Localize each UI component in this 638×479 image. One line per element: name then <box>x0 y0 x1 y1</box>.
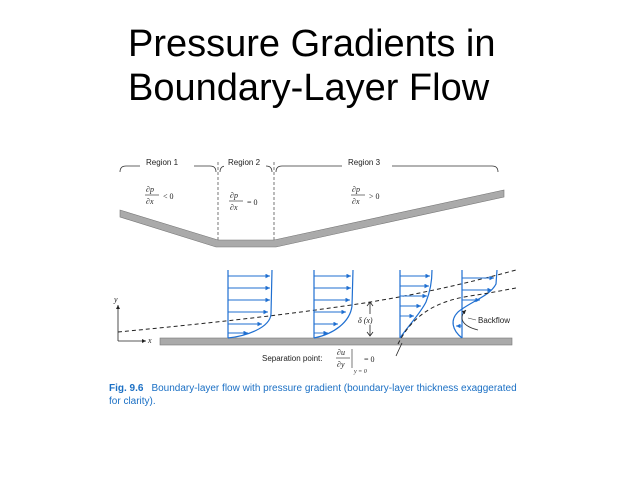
backflow-arrow <box>461 309 479 331</box>
region-2-label: Region 2 <box>228 158 261 167</box>
backflow-label: Backflow <box>478 316 510 325</box>
title-line-1: Pressure Gradients in <box>128 23 496 65</box>
separation-value: = 0 <box>364 355 375 364</box>
region-3-label: Region 3 <box>348 158 381 167</box>
separation-streamline <box>397 287 517 345</box>
velocity-profile-2 <box>313 269 354 339</box>
dp-numerator-3: ∂p <box>352 185 360 194</box>
gradient-sign-3: > 0 <box>369 192 380 201</box>
du-numerator: ∂u <box>337 348 345 357</box>
velocity-profile-3 <box>399 269 433 339</box>
gradient-region-2: ∂p ∂x = 0 <box>229 191 258 212</box>
region-1-label-bg <box>140 156 194 167</box>
delta-arrow-top <box>366 301 374 307</box>
velocity-profile-1 <box>227 269 273 339</box>
dp-numerator-1: ∂p <box>146 185 154 194</box>
boundary-layer-edge <box>117 269 517 333</box>
separation-label: Separation point: <box>262 354 323 363</box>
x-axis-label: x <box>147 336 152 345</box>
dp-numerator-2: ∂p <box>230 191 238 200</box>
separation-point-annotation: Separation point: ∂u ∂y y = 0 = 0 <box>262 348 375 375</box>
coordinate-axes: y x <box>113 295 152 345</box>
separation-subscript: y = 0 <box>353 369 367 375</box>
dx-denominator-3: ∂x <box>352 197 360 206</box>
separation-point-pointer <box>395 342 403 357</box>
region-1-label: Region 1 <box>146 158 179 167</box>
gradient-region-1: ∂p ∂x < 0 <box>145 185 174 206</box>
region-2-label-bg <box>224 156 266 167</box>
delta-label: δ (x) <box>358 316 373 325</box>
velocity-profile-4 <box>452 269 498 339</box>
flat-plate <box>159 337 513 346</box>
y-axis-label: y <box>113 295 118 304</box>
title-line-2: Boundary-Layer Flow <box>128 67 490 109</box>
caption-text: Boundary-layer flow with pressure gradie… <box>109 383 517 407</box>
dx-denominator-1: ∂x <box>146 197 154 206</box>
duct-wall <box>119 189 505 248</box>
dy-denominator: ∂y <box>337 360 345 369</box>
gradient-sign-1: < 0 <box>163 192 174 201</box>
gradient-sign-2: = 0 <box>247 198 258 207</box>
slide-title: Pressure Gradients in Boundary-Layer Flo… <box>128 22 528 110</box>
delta-arrow-bottom <box>366 331 374 337</box>
dx-denominator-2: ∂x <box>230 203 238 212</box>
region-3-label-bg <box>342 156 392 167</box>
gradient-region-3: ∂p ∂x > 0 <box>351 185 380 206</box>
figure-number: Fig. 9.6 <box>109 383 144 394</box>
backflow-leader <box>467 317 477 321</box>
delta-label-bg <box>355 314 383 325</box>
